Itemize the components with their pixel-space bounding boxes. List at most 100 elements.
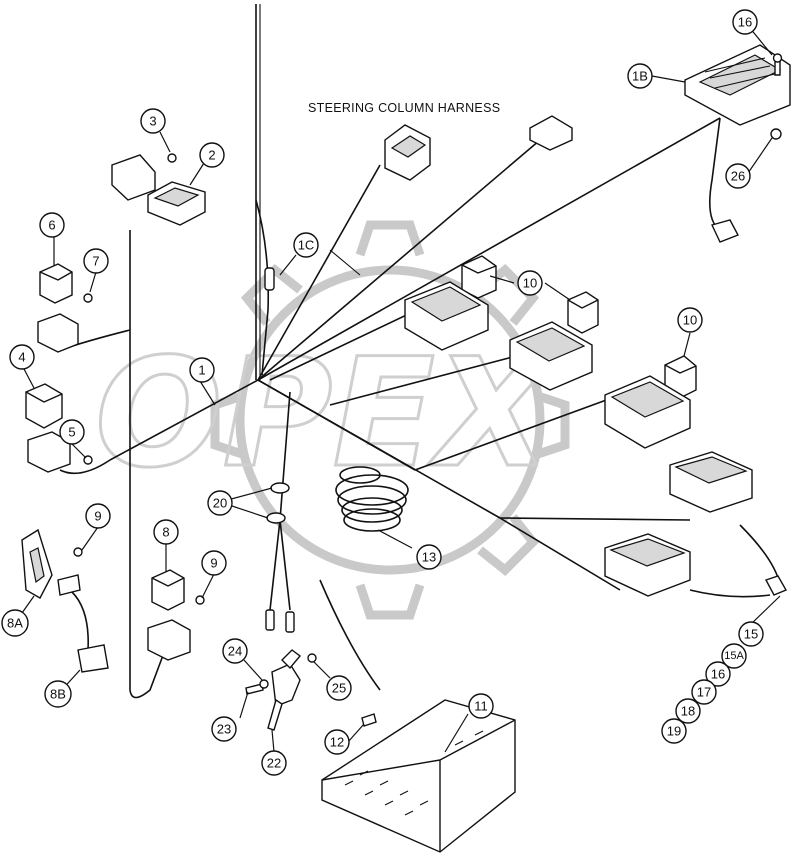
svg-text:16: 16 [738, 15, 752, 30]
svg-text:2: 2 [208, 148, 215, 163]
callout-3: 3 [140, 108, 166, 134]
relay-8 [151, 569, 185, 611]
callout-18: 18 [675, 698, 701, 724]
svg-text:12: 12 [330, 735, 344, 750]
callout-4: 4 [9, 344, 35, 370]
svg-text:20: 20 [213, 496, 227, 511]
svg-text:19: 19 [667, 724, 681, 739]
svg-text:23: 23 [217, 722, 231, 737]
relay-10-mid [567, 291, 599, 334]
svg-text:8B: 8B [50, 687, 66, 702]
callout-19: 19 [661, 718, 687, 744]
callout-24: 25 [326, 675, 352, 701]
callout-5: 5 [59, 419, 85, 445]
fuse-block-c [604, 375, 691, 449]
screw-25 [772, 53, 783, 76]
svg-text:10: 10 [523, 276, 537, 291]
svg-text:1C: 1C [298, 238, 315, 253]
screw-22 [245, 683, 264, 695]
svg-text:15: 15 [744, 627, 758, 642]
svg-text:5: 5 [68, 425, 75, 440]
callout-9-right: 9 [201, 550, 227, 576]
clamp-20-lower [266, 512, 286, 524]
callout-20: 20 [207, 490, 233, 516]
callout-6: 6 [39, 212, 65, 238]
bracket-8a [21, 528, 53, 599]
inline-fuse-1c [264, 267, 275, 291]
callout-8: 8 [153, 519, 179, 545]
connector-column-b [529, 115, 573, 151]
svg-text:1: 1 [198, 363, 205, 378]
relay-10-right [664, 355, 697, 399]
callout-1b: 1B [627, 63, 653, 89]
svg-text:13: 13 [422, 550, 436, 565]
module-2 [147, 181, 206, 226]
relay-socket-8 [147, 619, 191, 661]
callout-1: 1 [189, 357, 215, 383]
watermark-text: OPEX [95, 327, 557, 501]
callout-2: 2 [199, 142, 225, 168]
callout-8b: 8B [44, 680, 72, 708]
callout-17: 17 [691, 679, 717, 705]
connector-8b [57, 574, 109, 673]
harness-wiring [59, 4, 781, 699]
svg-text:4: 4 [18, 350, 25, 365]
connector-lead-1b [711, 219, 739, 243]
diagram-title: STEERING COLUMN HARNESS [308, 101, 500, 115]
callout-13: 13 [416, 544, 442, 570]
relay-socket-lower [27, 431, 71, 473]
svg-text:15A: 15A [724, 650, 744, 662]
svg-text:24: 24 [228, 644, 242, 659]
svg-text:6: 6 [48, 218, 55, 233]
svg-text:7: 7 [92, 254, 99, 269]
switch-21 [267, 649, 302, 731]
fuse-block-d [669, 451, 753, 513]
callout-23: 24 [222, 638, 248, 664]
washer-23 [259, 679, 269, 689]
fuse-block-1b [684, 44, 791, 126]
svg-text:8: 8 [162, 525, 169, 540]
callout-15: 15 [738, 621, 764, 647]
svg-text:8A: 8A [7, 616, 23, 631]
svg-text:11: 11 [474, 699, 488, 714]
svg-text:16: 16 [711, 667, 725, 682]
callout-7: 7 [83, 248, 109, 274]
coiled-harness-13 [335, 466, 409, 532]
callout-10-b: 10 [677, 307, 703, 333]
svg-text:1B: 1B [632, 69, 648, 84]
screw-7 [83, 293, 93, 303]
svg-text:10: 10 [683, 313, 697, 328]
clamp-20-upper [270, 482, 290, 494]
screw-3 [167, 153, 177, 163]
relay-6 [39, 263, 73, 304]
callout-12: 12 [324, 729, 350, 755]
callout-10-a: 10 [517, 270, 543, 296]
terminal-pair [265, 609, 295, 633]
callout-26: 26 [725, 163, 751, 189]
callout-22: 23 [211, 716, 237, 742]
svg-text:3: 3 [149, 114, 156, 129]
svg-text:17: 17 [697, 685, 711, 700]
connector-column-a [384, 124, 431, 181]
relay-4 [25, 383, 63, 429]
callout-9-left: 9 [85, 503, 111, 529]
nut-24 [307, 653, 317, 663]
svg-text:25: 25 [332, 681, 346, 696]
relay-socket-upper [37, 313, 79, 353]
svg-text:9: 9 [94, 509, 101, 524]
fuse-15 [764, 575, 788, 596]
svg-text:18: 18 [681, 704, 695, 719]
callout-16: 16 [705, 661, 731, 687]
callout-8a: 8A [1, 609, 29, 637]
callout-21: 22 [261, 750, 287, 776]
screw-9a [73, 547, 83, 557]
svg-text:26: 26 [731, 169, 745, 184]
mounting-plate-11 [321, 699, 516, 853]
callout-11: 11 [468, 693, 494, 719]
svg-text:22: 22 [267, 756, 281, 771]
callout-1c: 1C [293, 232, 319, 258]
fuse-block-b [509, 321, 593, 391]
fuse-block-e [604, 533, 691, 597]
relay-10-left [461, 255, 497, 299]
